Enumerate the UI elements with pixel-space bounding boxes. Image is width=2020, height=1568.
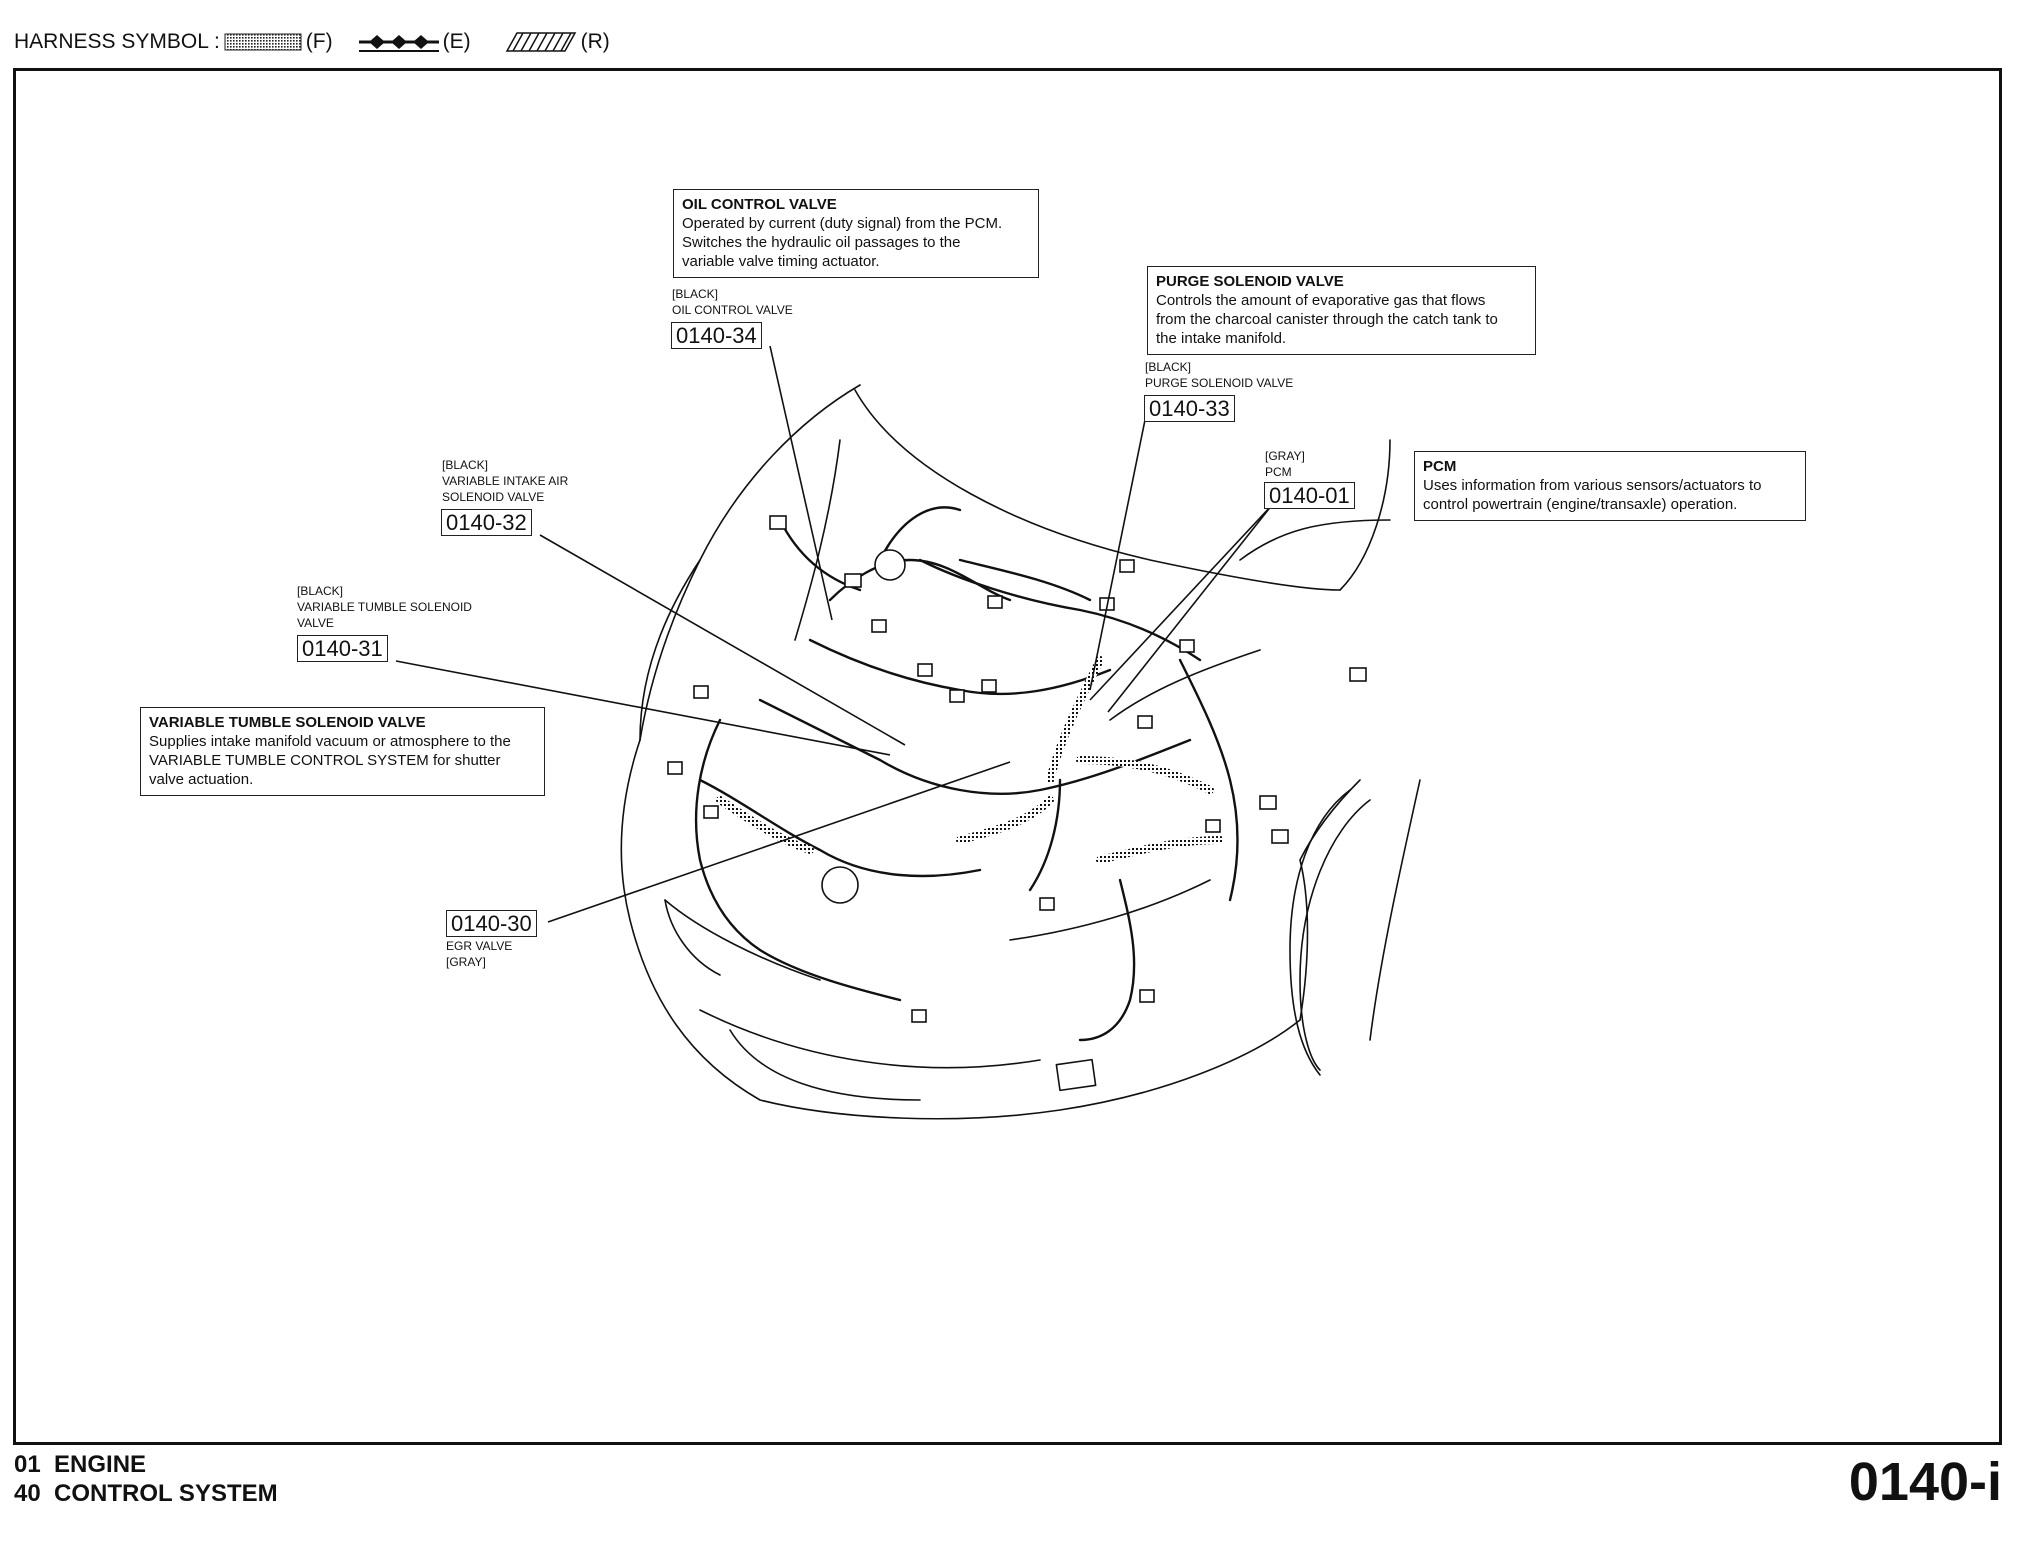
front-harness-swatch [224, 33, 302, 51]
purge-solenoid-valve-callout-title: PURGE SOLENOID VALVE [1156, 273, 1344, 290]
purge-solenoid-valve-callout-line2: from the charcoal canister through the c… [1156, 311, 1498, 328]
variable-tumble-solenoid-valve-callout-line2: VARIABLE TUMBLE CONTROL SYSTEM for shutt… [149, 752, 501, 769]
purge-solenoid-valve-color: [BLACK] [1145, 360, 1192, 374]
oil-control-valve-callout-line3: variable valve timing actuator. [682, 253, 880, 270]
page-id: 0140-i [1848, 1452, 2002, 1512]
engine-harness-swatch [358, 35, 439, 52]
variable-tumble-solenoid-valve-callout-title: VARIABLE TUMBLE SOLENOID VALVE [149, 714, 426, 731]
legend-rear-label: (R) [580, 30, 610, 53]
wheel-arch [1299, 799, 1371, 1071]
purge-solenoid-valve-callout-line1: Controls the amount of evaporative gas t… [1156, 292, 1486, 309]
legend-front-label: (F) [305, 30, 333, 53]
oil-control-valve-color: [BLACK] [672, 287, 719, 301]
pcm-callout-line1: Uses information from various sensors/ac… [1423, 477, 1762, 494]
body-outline [620, 739, 1301, 1120]
purge-solenoid-valve-callout-line3: the intake manifold. [1156, 330, 1287, 347]
purge-solenoid-valve-callout: PURGE SOLENOID VALVE Controls the amount… [1147, 266, 1536, 355]
footer-section: 40 CONTROL SYSTEM [14, 1479, 278, 1508]
variable-tumble-solenoid-valve-color: [BLACK] [297, 584, 344, 598]
footer-group: 01 ENGINE [14, 1450, 278, 1479]
egr-body [821, 866, 859, 904]
variable-intake-air-solenoid-valve-label-2: SOLENOID VALVE [442, 490, 545, 504]
harness-main-run [758, 698, 1192, 795]
headlamp-outline [664, 899, 821, 981]
variable-tumble-solenoid-valve-callout: VARIABLE TUMBLE SOLENOID VALVE Supplies … [140, 707, 545, 796]
leader-0140-34 [769, 345, 833, 621]
oil-control-valve-callout-title: OIL CONTROL VALVE [682, 196, 837, 213]
code-0140-32[interactable]: 0140-32 [441, 509, 532, 536]
oil-filler-cap [874, 549, 906, 581]
variable-tumble-solenoid-valve-callout-line1: Supplies intake manifold vacuum or atmos… [149, 733, 511, 750]
code-0140-33[interactable]: 0140-33 [1144, 395, 1235, 422]
oil-control-valve-callout-line2: Switches the hydraulic oil passages to t… [682, 234, 961, 251]
rear-harness-swatch [505, 32, 576, 52]
code-0140-34[interactable]: 0140-34 [671, 322, 762, 349]
variable-tumble-solenoid-valve-label-2: VALVE [297, 616, 334, 630]
harness-symbol-legend: HARNESS SYMBOL : (F) (E) (R) [14, 30, 632, 54]
code-0140-31[interactable]: 0140-31 [297, 635, 388, 662]
pcm-color: [GRAY] [1265, 449, 1305, 463]
footer-group-name: ENGINE [54, 1451, 147, 1478]
oil-control-valve-label: OIL CONTROL VALVE [672, 303, 793, 317]
leader-0140-31 [395, 660, 891, 756]
leader-0140-01-b [1107, 504, 1273, 713]
oil-control-valve-callout-line1: Operated by current (duty signal) from t… [682, 215, 1003, 232]
leader-0140-30 [547, 761, 1011, 923]
leader-0140-32 [539, 534, 906, 746]
footer-section-name: CONTROL SYSTEM [54, 1480, 278, 1507]
legend-prefix: HARNESS SYMBOL : [14, 30, 220, 53]
purge-solenoid-valve-label: PURGE SOLENOID VALVE [1145, 376, 1294, 390]
egr-valve-color: [GRAY] [446, 955, 486, 969]
pcm-callout-title: PCM [1423, 458, 1457, 475]
hood-outline [639, 384, 861, 741]
diagram-frame [13, 68, 2002, 1445]
footer-group-number: 01 [14, 1451, 41, 1478]
variable-tumble-solenoid-valve-label-1: VARIABLE TUMBLE SOLENOID [297, 600, 472, 614]
leader-0140-33 [1089, 419, 1146, 691]
code-0140-01[interactable]: 0140-01 [1264, 482, 1355, 509]
section-footer: 01 ENGINE 40 CONTROL SYSTEM [14, 1450, 278, 1508]
footer-section-number: 40 [14, 1480, 41, 1507]
variable-tumble-solenoid-valve-callout-line3: valve actuation. [149, 771, 254, 788]
pcm-callout: PCM Uses information from various sensor… [1414, 451, 1806, 521]
fog-lamp [1055, 1058, 1097, 1092]
variable-intake-air-solenoid-valve-color: [BLACK] [442, 458, 489, 472]
pcm-label: PCM [1265, 465, 1292, 479]
egr-valve-label: EGR VALVE [446, 939, 513, 953]
code-0140-30[interactable]: 0140-30 [446, 910, 537, 937]
legend-engine-label: (E) [442, 30, 471, 53]
bumper-outline [699, 1009, 1041, 1069]
variable-intake-air-solenoid-valve-label-1: VARIABLE INTAKE AIR [442, 474, 569, 488]
oil-control-valve-callout: OIL CONTROL VALVE Operated by current (d… [673, 189, 1039, 278]
leader-0140-01-a [1089, 504, 1273, 701]
pcm-callout-line2: control powertrain (engine/transaxle) op… [1423, 496, 1738, 513]
